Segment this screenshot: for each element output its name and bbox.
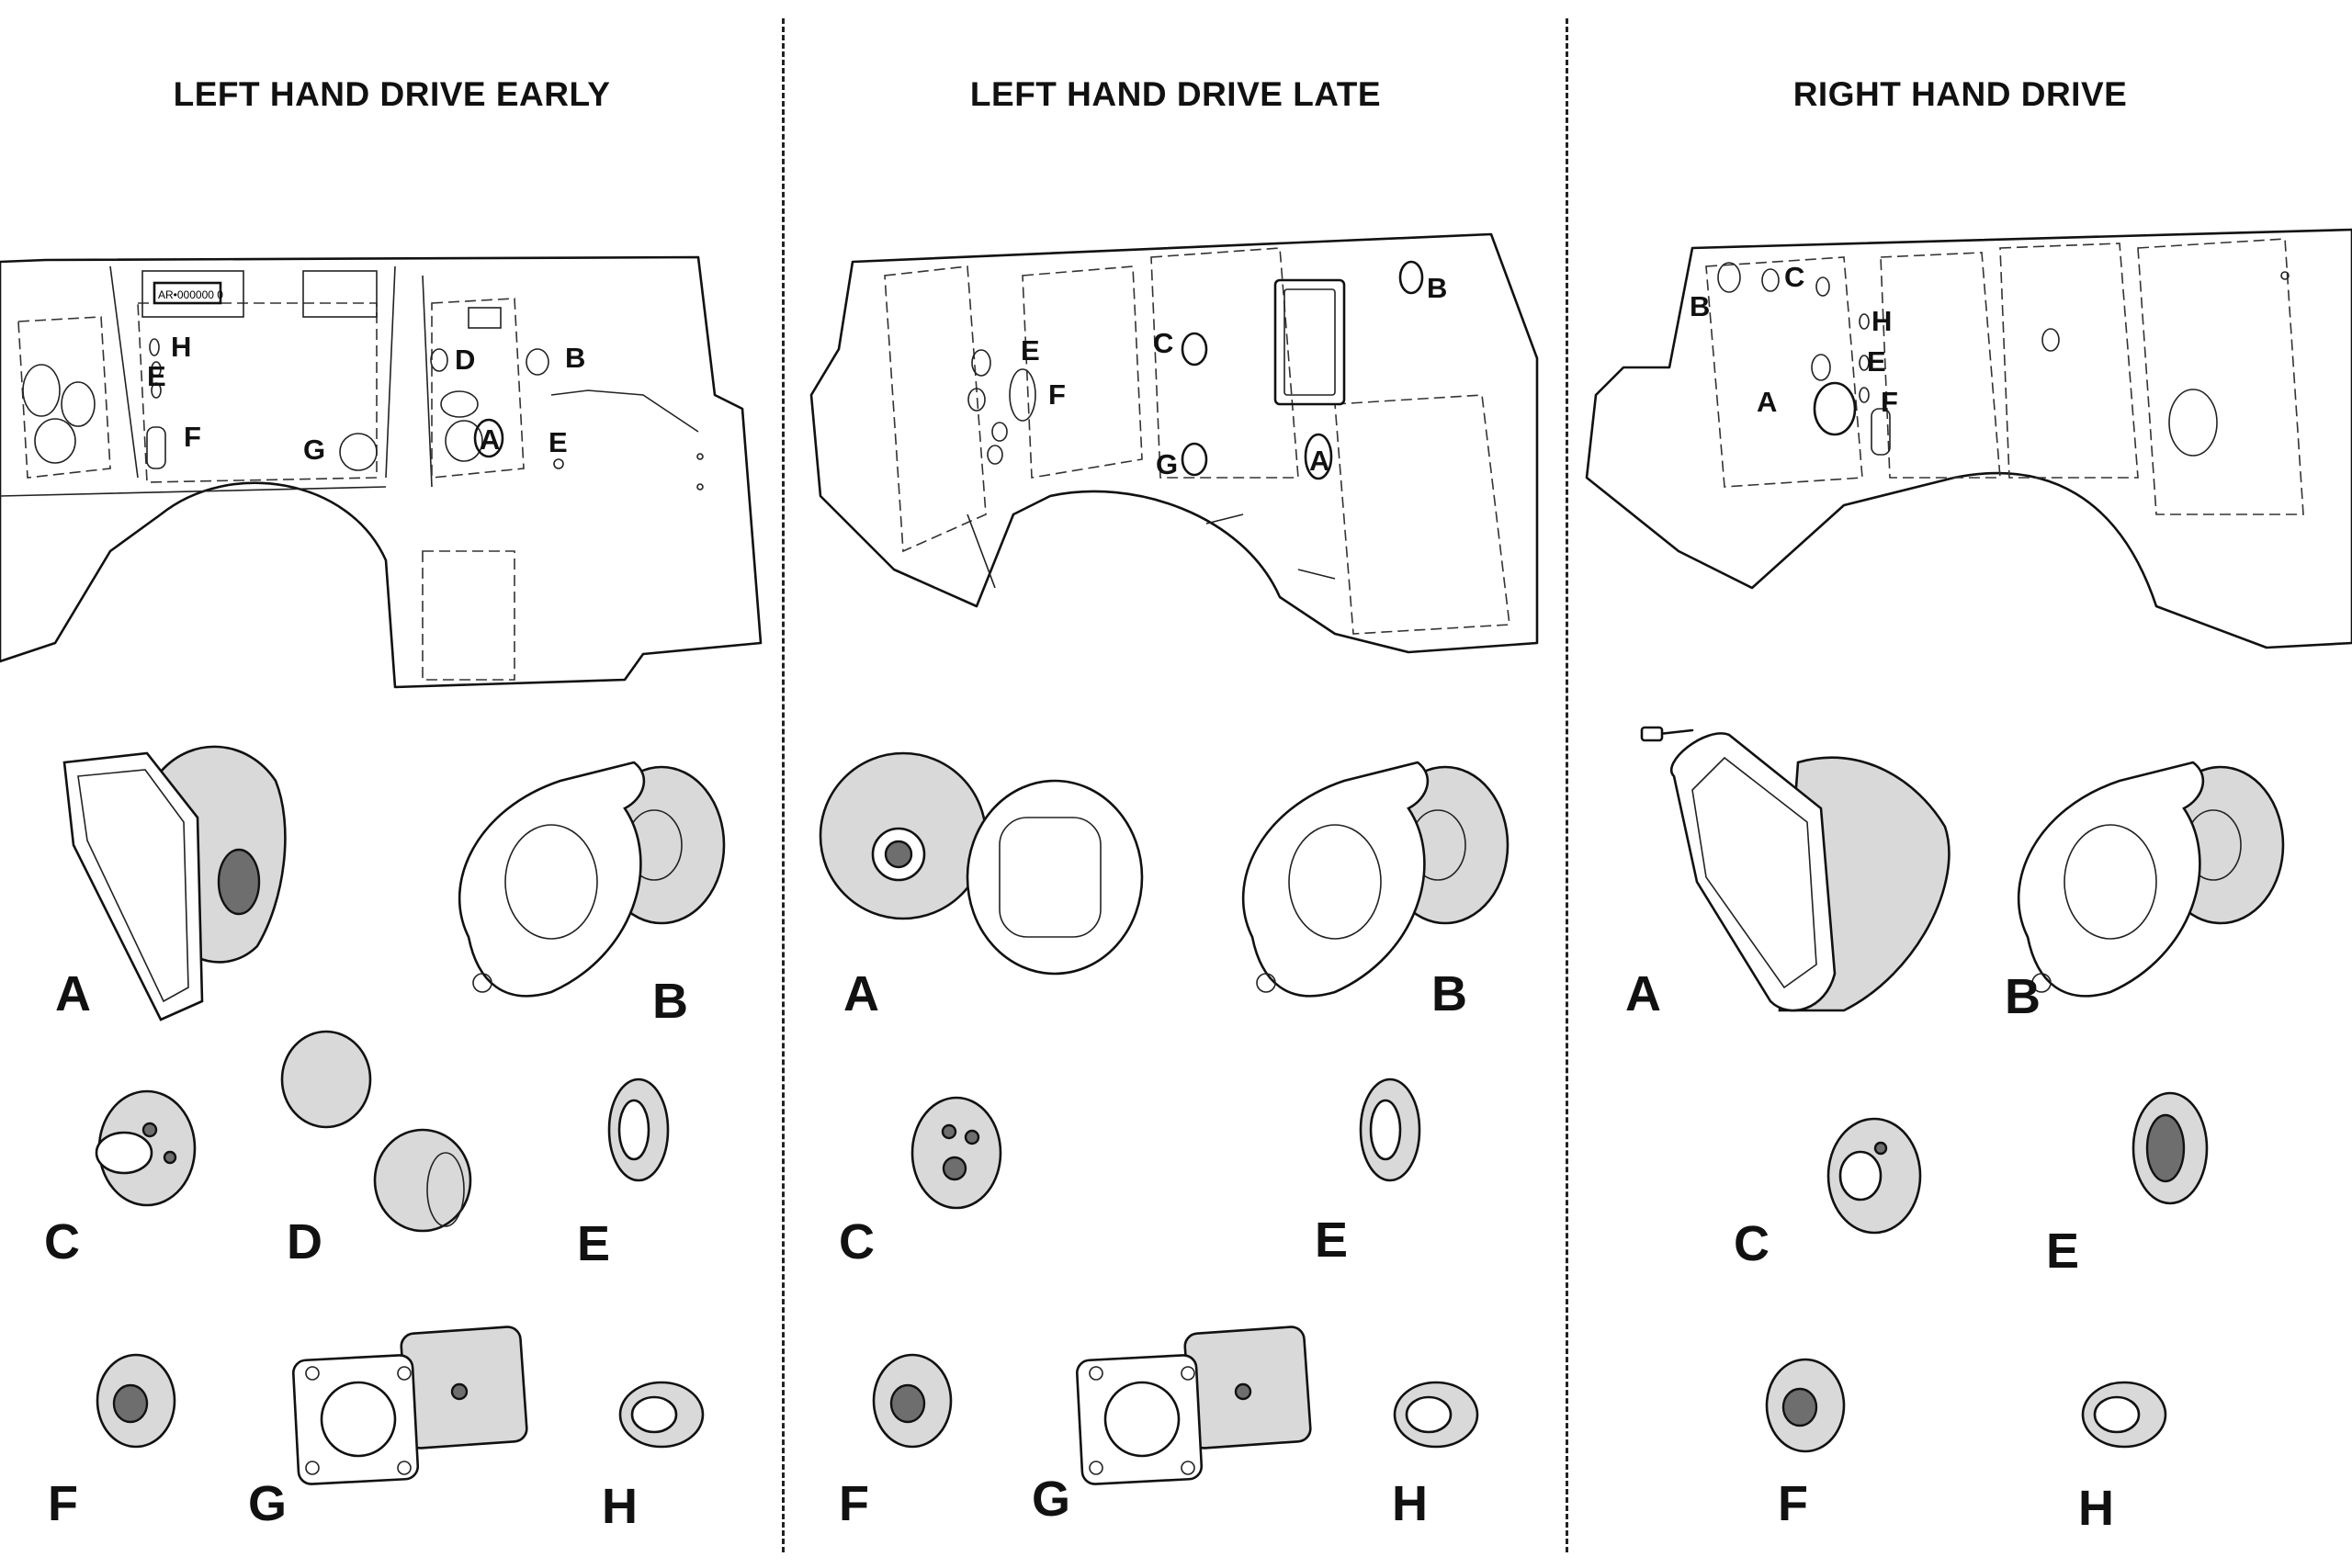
- column-title: LEFT HAND DRIVE LATE: [969, 75, 1382, 113]
- part-label: C: [839, 1214, 875, 1269]
- part-label: G: [1032, 1472, 1070, 1527]
- grommet-icon: [96, 1353, 176, 1449]
- callout-label: A: [1309, 445, 1329, 477]
- lhd-late-diagram: E F C B G A: [809, 232, 1539, 1531]
- rhd-diagram: B C H E A F: [1585, 228, 2352, 1536]
- callout-label: G: [1156, 448, 1178, 480]
- callout-label: B: [565, 342, 585, 374]
- part-label: B: [2005, 969, 2041, 1024]
- callout-label: A: [1757, 386, 1777, 418]
- part-label: C: [1734, 1216, 1770, 1271]
- bulkhead-panel-drawing: [1585, 228, 2352, 649]
- grommet-icon: [2132, 1091, 2209, 1205]
- grommet-icon: [618, 1381, 705, 1449]
- column-divider: [782, 18, 785, 1552]
- column-divider: [1566, 18, 1568, 1552]
- part-label: E: [577, 1216, 610, 1271]
- callout-label: E: [1021, 334, 1040, 367]
- part-label: B: [652, 974, 688, 1029]
- callout-label: G: [303, 434, 325, 466]
- callout-label: F: [1881, 386, 1898, 418]
- grommet-icon: [95, 1089, 197, 1207]
- callout-label: E: [548, 426, 568, 458]
- column-title: LEFT HAND DRIVE EARLY: [173, 75, 611, 113]
- part-label: F: [839, 1476, 869, 1531]
- flange-plate-icon: [291, 1325, 528, 1485]
- grommet-icon: [910, 1096, 1002, 1210]
- column-lhd-late: LEFT HAND DRIVE LATE E F C B G A: [784, 0, 1567, 1568]
- part-label: E: [2046, 1224, 2079, 1279]
- grommet-icon: [2081, 1381, 2167, 1449]
- grommet-icon: [1359, 1077, 1421, 1182]
- grommet-icon: [1242, 761, 1510, 998]
- callout-label: F: [184, 421, 201, 453]
- grommet-icon: [458, 761, 726, 998]
- grommet-icon: [62, 745, 287, 1021]
- part-label: G: [248, 1476, 287, 1531]
- bulkhead-panel-drawing: AR•000000 0: [0, 255, 763, 689]
- grommet-icon: [1826, 1117, 1922, 1235]
- blanking-plug-icon: [280, 1030, 472, 1233]
- part-label: F: [48, 1476, 78, 1531]
- part-label: F: [1778, 1476, 1808, 1531]
- part-label: A: [843, 966, 879, 1021]
- part-label: B: [1431, 966, 1467, 1021]
- column-title: RIGHT HAND DRIVE: [1792, 75, 2128, 113]
- callout-label: E: [147, 360, 166, 392]
- grommet-icon: [2018, 761, 2285, 998]
- part-label: H: [602, 1479, 638, 1534]
- callout-label: H: [171, 331, 191, 363]
- grommet-icon: [607, 1077, 670, 1182]
- callout-label: B: [1690, 290, 1710, 322]
- grommet-icon: [1393, 1381, 1479, 1449]
- callout-label: F: [1048, 378, 1066, 411]
- grommet-icon: [1765, 1358, 1846, 1453]
- lhd-early-diagram: AR•000000 0 H E F D B A G E: [0, 255, 763, 1534]
- grommet-icon: [1640, 726, 1951, 1012]
- grommet-icon: [872, 1353, 953, 1449]
- callout-label: C: [1153, 327, 1173, 359]
- vin-plate-text: AR•000000 0: [158, 288, 223, 301]
- column-rhd: RIGHT HAND DRIVE B C H E A F: [1568, 0, 2352, 1568]
- callout-label: C: [1784, 261, 1804, 293]
- callout-label: A: [480, 423, 500, 456]
- part-label: D: [287, 1214, 322, 1269]
- flange-plate-icon: [1075, 1325, 1312, 1485]
- grommet-icon: [819, 751, 1144, 976]
- bulkhead-panel-drawing: [809, 232, 1539, 654]
- part-label: H: [1392, 1476, 1428, 1531]
- part-label: H: [2078, 1481, 2114, 1536]
- callout-label: H: [1871, 305, 1892, 337]
- callout-label: B: [1427, 272, 1447, 304]
- callout-label: D: [455, 344, 475, 376]
- part-label: A: [55, 966, 91, 1021]
- callout-label: E: [1867, 345, 1886, 378]
- part-label: E: [1315, 1213, 1348, 1268]
- part-label: C: [44, 1214, 80, 1269]
- column-lhd-early: LEFT HAND DRIVE EARLY AR•000000 0: [0, 0, 784, 1568]
- part-label: A: [1625, 966, 1661, 1021]
